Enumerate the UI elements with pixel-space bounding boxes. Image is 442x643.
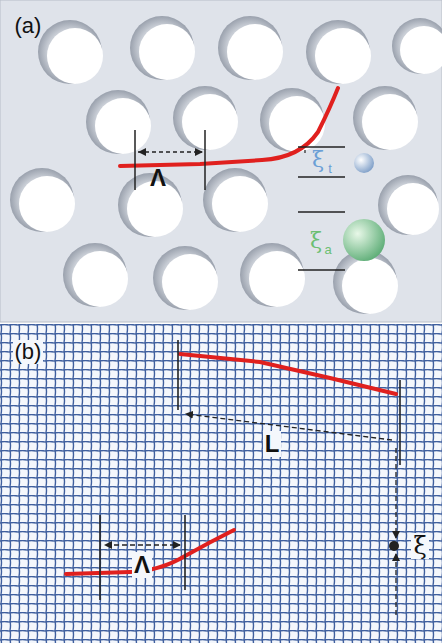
- length-symbol: L: [263, 431, 282, 457]
- wavelength-symbol: Λ: [150, 166, 166, 190]
- panel-letter: (b): [13, 340, 44, 364]
- subscript: t: [328, 162, 332, 175]
- xi-symbol: ξ: [411, 533, 428, 559]
- subscript: a: [324, 243, 331, 256]
- xi-symbol: ξ: [310, 230, 322, 252]
- wavelength-symbol: Λ: [132, 552, 152, 578]
- xi-symbol: ξ: [312, 149, 324, 171]
- panel-letter: (a): [15, 15, 42, 37]
